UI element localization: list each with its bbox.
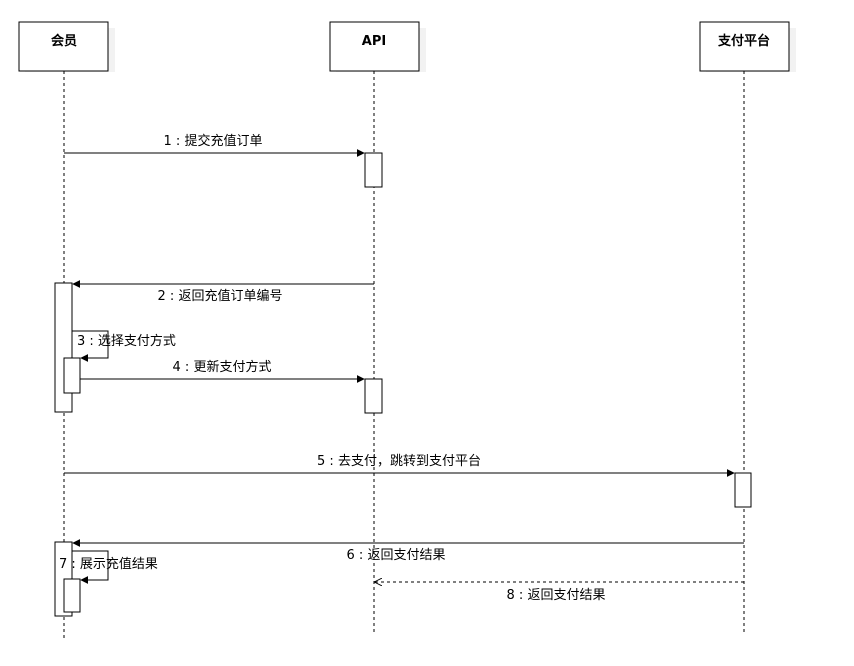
activation-pay-1 [734,472,752,508]
message-8-label: 8 : 返回支付结果 [507,588,606,603]
message-4-label: 4 : 更新支付方式 [173,359,272,375]
message-1-label: 1 : 提交充值订单 [164,133,263,149]
message-6: 6 : 返回支付结果 [72,539,744,563]
activation-member-self-1 [63,357,81,394]
message-2: 2 : 返回充值订单编号 [72,280,374,304]
actor-member-label: 会员 [51,33,77,49]
message-2-label: 2 : 返回充值订单编号 [158,288,283,304]
message-1: 1 : 提交充值订单 [64,133,365,157]
actor-member: 会员 [18,21,115,640]
message-7-label: 7 : 展示充值结果 [59,556,158,572]
actor-pay-platform: 支付平台 [699,21,796,632]
actor-pay-label: 支付平台 [717,33,770,49]
activation-member-self-2 [63,578,81,613]
activation-api-1 [364,152,383,188]
message-3: 3 : 选择支付方式 [72,330,176,362]
activation-api-2 [364,378,383,414]
actor-api-label: API [362,34,386,49]
actor-api: API [329,21,426,632]
message-3-label: 3 : 选择支付方式 [77,333,176,349]
message-5: 5 : 去支付，跳转到支付平台 [64,454,735,477]
message-5-label: 5 : 去支付，跳转到支付平台 [317,454,481,469]
message-6-label: 6 : 返回支付结果 [347,548,446,563]
message-8: 8 : 返回支付结果 [375,582,744,603]
message-4: 4 : 更新支付方式 [80,359,365,383]
message-7: 7 : 展示充值结果 [59,550,158,584]
